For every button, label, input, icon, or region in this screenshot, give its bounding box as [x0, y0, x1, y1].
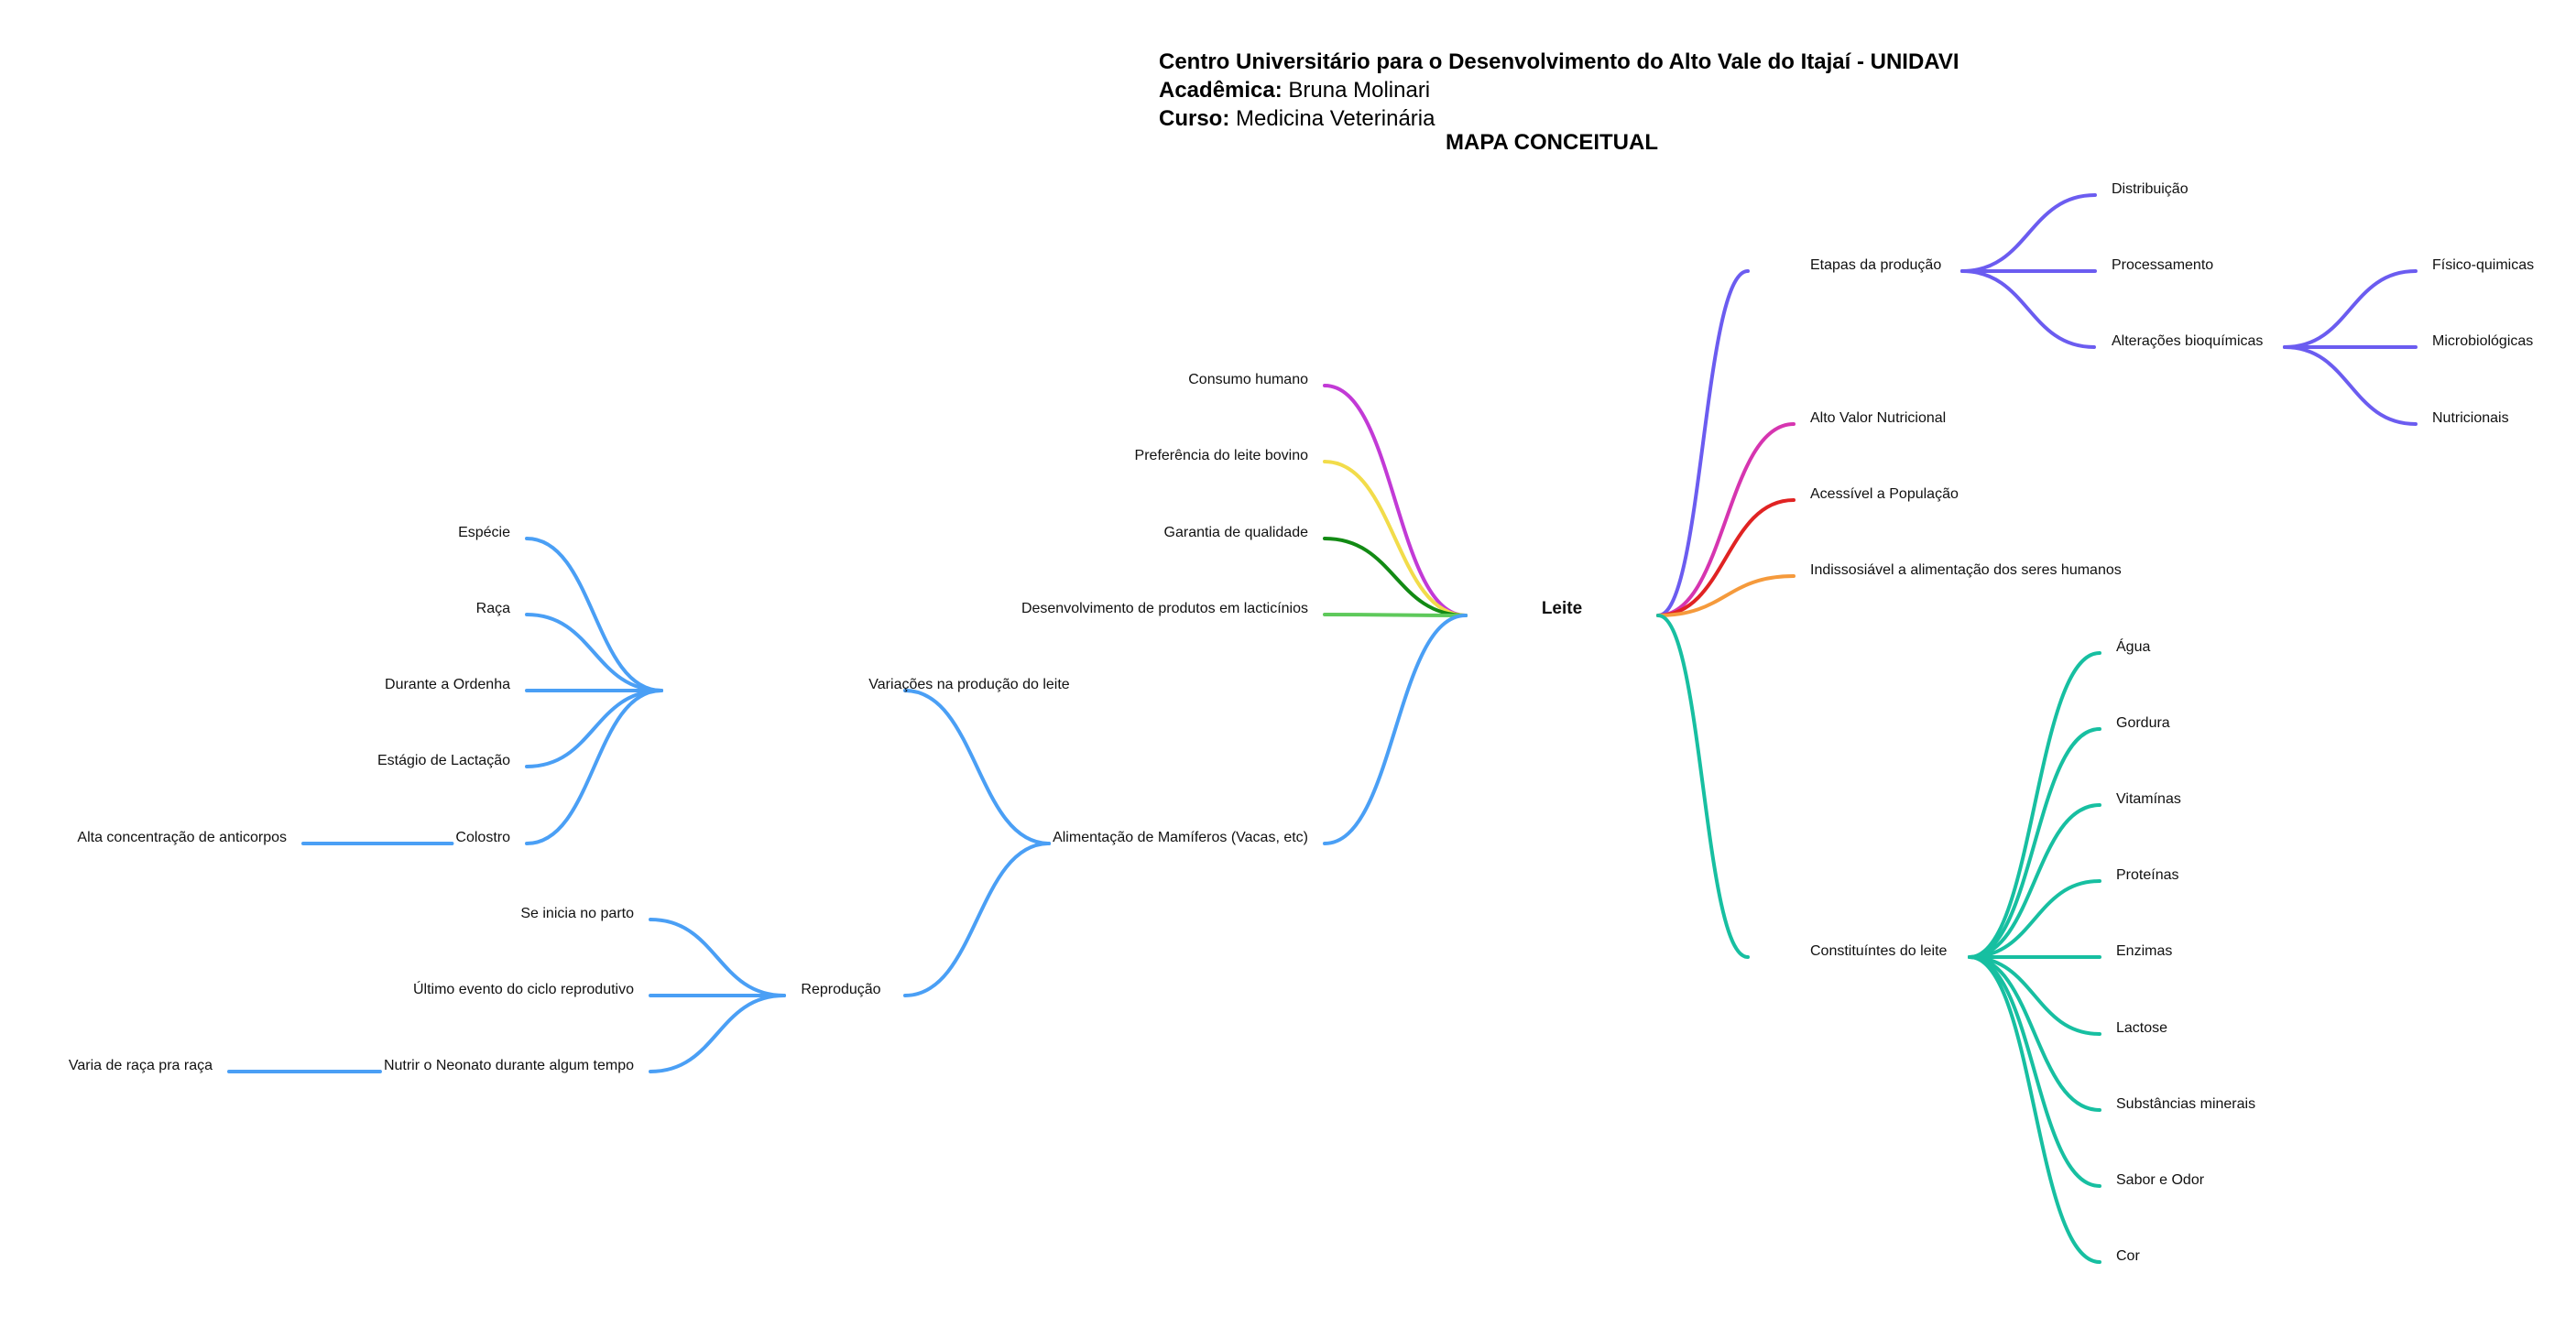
- node-indissosiavel-a-alimentacao-dos-seres-humanos: Indissosiável a alimentação dos seres hu…: [1810, 562, 2122, 578]
- connector-acessivel-a-populacao: [1656, 498, 1796, 617]
- node-nutricionais: Nutricionais: [2432, 410, 2509, 426]
- node-alteracoes-bioquimicas: Alterações bioquímicas: [2112, 333, 2263, 349]
- node-estagio-de-lactacao: Estágio de Lactação: [377, 753, 510, 768]
- node-colostro: Colostro: [455, 830, 510, 845]
- institution-name: Centro Universitário para o Desenvolvime…: [1159, 49, 1959, 74]
- node-processamento: Processamento: [2112, 257, 2213, 273]
- node-microbiologicas: Microbiológicas: [2432, 333, 2533, 349]
- connector-substancias-minerais: [1968, 955, 2101, 1112]
- connector-preferencia-do-leite-bovino: [1323, 460, 1468, 617]
- node-constituintes-do-leite: Constituíntes do leite: [1810, 943, 1948, 959]
- node-alimentacao-de-mamiferos-vacas-etc: Alimentação de Mamíferos (Vacas, etc): [1053, 830, 1308, 845]
- connector-proteinas: [1968, 879, 2101, 959]
- connector-estagio-de-lactacao: [525, 689, 663, 768]
- node-distribuicao: Distribuição: [2112, 181, 2189, 197]
- node-alta-concentracao-de-anticorpos: Alta concentração de anticorpos: [77, 830, 287, 845]
- node-se-inicia-no-parto: Se inicia no parto: [520, 906, 634, 921]
- connector-nutricionais: [2283, 345, 2418, 426]
- connector-variacoes-na-producao-do-leite: [903, 689, 1052, 845]
- connector-alto-valor-nutricional: [1656, 422, 1796, 617]
- connector-raca: [525, 613, 663, 692]
- node-cor: Cor: [2116, 1248, 2140, 1264]
- student-name: Bruna Molinari: [1288, 78, 1431, 103]
- node-gordura: Gordura: [2116, 715, 2170, 731]
- connector-distribuicao: [1960, 193, 2097, 273]
- node-variacoes-na-producao-do-leite: Variações na produção do leite: [868, 677, 1070, 692]
- connector-fisico-quimicas: [2283, 269, 2418, 349]
- node-reproducao: Reprodução: [801, 982, 880, 997]
- root-node-label: Leite: [1542, 599, 1582, 618]
- node-agua: Água: [2116, 637, 2150, 655]
- connector-constituintes-do-leite: [1656, 614, 1750, 959]
- node-durante-a-ordenha: Durante a Ordenha: [385, 677, 510, 692]
- node-alto-valor-nutricional: Alto Valor Nutricional: [1810, 410, 1946, 426]
- node-fisico-quimicas: Físico-quimicas: [2432, 257, 2534, 273]
- node-nutrir-o-neonato-durante-algum-tempo: Nutrir o Neonato durante algum tempo: [384, 1058, 634, 1073]
- node-varia-de-raca-pra-raca: Varia de raça pra raça: [69, 1058, 213, 1073]
- connector-se-inicia-no-parto: [649, 918, 786, 997]
- node-lactose: Lactose: [2116, 1020, 2167, 1036]
- connector-vitaminas: [1968, 803, 2101, 959]
- student-line: Acadêmica: Bruna Molinari: [1159, 76, 2258, 104]
- map-title: MAPA CONCEITUAL: [1446, 130, 1658, 155]
- course-line: Curso: Medicina Veterinária: [1159, 104, 2258, 133]
- node-especie: Espécie: [458, 525, 510, 540]
- connector-indissosiavel-a-alimentacao-dos-seres-humanos: [1656, 574, 1796, 617]
- node-sabor-e-odor: Sabor e Odor: [2116, 1172, 2205, 1188]
- connector-cor: [1968, 955, 2101, 1264]
- node-garantia-de-qualidade: Garantia de qualidade: [1164, 525, 1309, 540]
- connector-consumo-humano: [1323, 384, 1468, 617]
- node-preferencia-do-leite-bovino: Preferência do leite bovino: [1135, 448, 1309, 463]
- connector-alteracoes-bioquimicas: [1960, 269, 2096, 349]
- connector-nutrir-o-neonato-durante-algum-tempo: [649, 994, 786, 1073]
- node-acessivel-a-populacao: Acessível a População: [1810, 486, 1959, 502]
- node-enzimas: Enzimas: [2116, 943, 2172, 959]
- node-raca: Raça: [476, 601, 510, 616]
- course-name: Medicina Veterinária: [1236, 106, 1435, 131]
- node-etapas-da-producao: Etapas da produção: [1810, 257, 1941, 273]
- node-substancias-minerais: Substâncias minerais: [2116, 1096, 2255, 1112]
- connector-agua: [1968, 651, 2101, 959]
- connector-lactose: [1968, 955, 2101, 1036]
- node-desenvolvimento-de-produtos-em-lacticinios: Desenvolvimento de produtos em lacticíni…: [1021, 601, 1308, 616]
- student-label: Acadêmica:: [1159, 78, 1283, 103]
- node-vitaminas: Vitamínas: [2116, 791, 2181, 807]
- document-header: Centro Universitário para o Desenvolvime…: [1159, 48, 2258, 133]
- connector-colostro: [525, 689, 663, 845]
- connector-garantia-de-qualidade: [1323, 537, 1468, 617]
- connector-especie: [525, 537, 663, 692]
- connector-etapas-da-producao: [1656, 269, 1750, 617]
- map-connectors: [227, 193, 2418, 1264]
- course-label: Curso:: [1159, 106, 1230, 131]
- connector-sabor-e-odor: [1968, 955, 2101, 1188]
- node-ultimo-evento-do-ciclo-reprodutivo: Último evento do ciclo reprodutivo: [413, 980, 634, 997]
- node-consumo-humano: Consumo humano: [1188, 372, 1308, 387]
- connector-gordura: [1968, 727, 2101, 959]
- connector-alimentacao-de-mamiferos-vacas-etc: [1323, 614, 1468, 845]
- connector-reproducao: [903, 842, 1052, 997]
- node-proteinas: Proteínas: [2116, 867, 2178, 883]
